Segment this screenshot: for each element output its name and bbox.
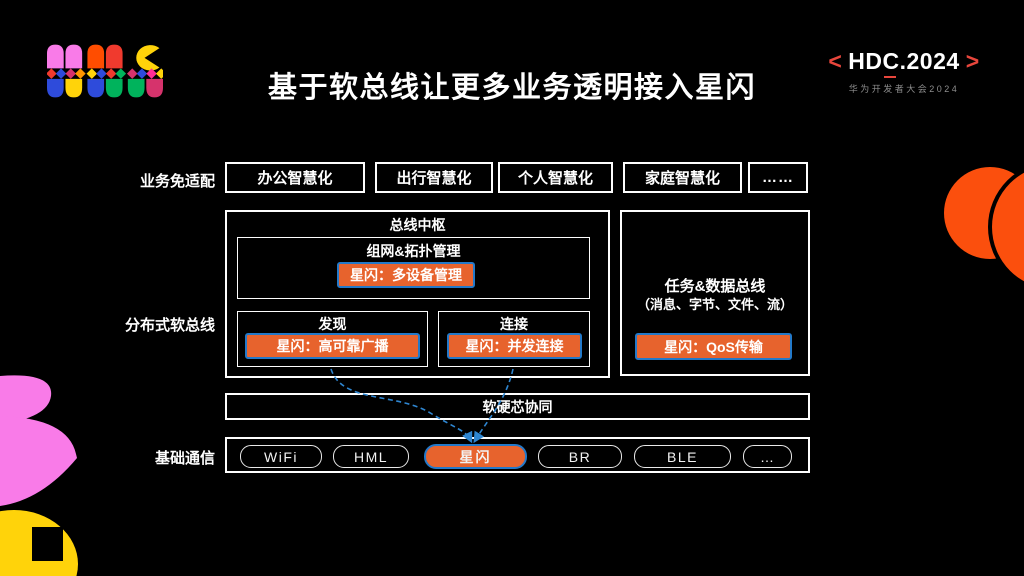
- task-data-bus-box: [620, 210, 810, 376]
- business-box-office: 办公智慧化: [225, 162, 365, 193]
- protocol-hml: HML: [333, 445, 409, 468]
- connection-box: [438, 311, 590, 367]
- nearlink-qos-chip: 星闪：QoS传输: [635, 333, 792, 360]
- hdc-logo-icon: [47, 44, 163, 98]
- row-label-softbus: 分布式软总线: [124, 317, 215, 334]
- network-topology-title: 组网&拓扑管理: [366, 243, 461, 259]
- brand-lockup: < HDC.2024 > 华为开发者大会2024: [824, 48, 984, 95]
- nearlink-multi-device-chip: 星闪：多设备管理: [337, 262, 475, 288]
- brand-name: HDC.2024: [848, 48, 960, 74]
- orange-circles-icon: [944, 167, 1024, 286]
- discovery-box: [237, 311, 428, 367]
- bus-hub-title: 总线中枢: [389, 217, 446, 233]
- task-data-bus-title: 任务&数据总线: [664, 278, 766, 295]
- brand-underscore: [884, 76, 896, 78]
- network-topology-box: [237, 237, 590, 299]
- protocol-more: …: [743, 445, 792, 468]
- business-box-home: 家庭智慧化: [623, 162, 742, 193]
- row-label-business: 业务免适配: [139, 173, 215, 190]
- brand-subtitle: 华为开发者大会2024: [848, 84, 960, 94]
- pink-flower-icon: [0, 375, 77, 506]
- connection-title: 连接: [500, 316, 528, 332]
- business-box-personal: 个人智慧化: [498, 162, 613, 193]
- nearlink-broadcast-chip: 星闪：高可靠广播: [245, 333, 420, 359]
- page-title: 基于软总线让更多业务透明接入星闪: [267, 72, 756, 104]
- discovery-title: 发现: [318, 316, 347, 332]
- protocol-wifi: WiFi: [240, 445, 322, 468]
- brand-bracket-left: <: [828, 48, 843, 74]
- row-label-basic-comm: 基础通信: [154, 450, 215, 467]
- business-box-more: ……: [748, 162, 808, 193]
- nearlink-concurrent-chip: 星闪：并发连接: [447, 333, 582, 359]
- hw-sw-chip-synergy-bar: 软硬芯协同: [225, 393, 810, 420]
- task-data-bus-subtitle: （消息、字节、文件、流）: [636, 297, 793, 312]
- business-box-travel: 出行智慧化: [375, 162, 493, 193]
- protocol-br: BR: [538, 445, 622, 468]
- basic-comm-box: [225, 437, 810, 473]
- protocol-nearlink-highlighted: 星闪: [424, 444, 527, 469]
- yellow-corner-icon: [0, 510, 78, 576]
- protocol-ble: BLE: [634, 445, 731, 468]
- brand-bracket-right: >: [965, 48, 980, 74]
